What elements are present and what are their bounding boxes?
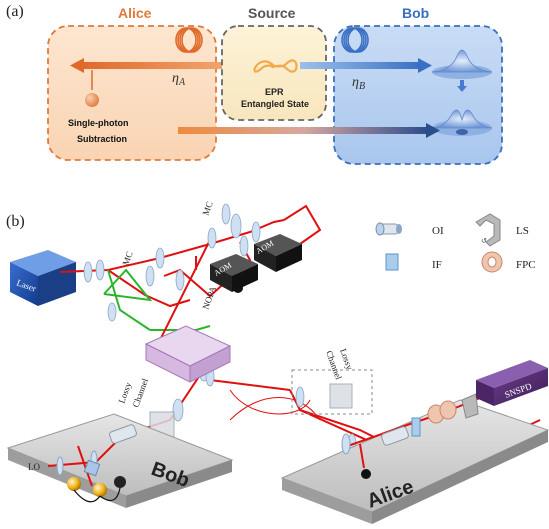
if-icon [385, 253, 399, 271]
alice-box [47, 25, 217, 161]
bob-arrowhead [418, 58, 432, 73]
nopa: NOPA [144, 285, 232, 383]
classical-arrowhead [426, 123, 440, 138]
subtracted-state-icon [431, 109, 493, 136]
source-title: Source [248, 5, 296, 21]
gaussian-state-icon [431, 49, 493, 79]
detector-icon [93, 483, 107, 497]
fpc-icon [481, 251, 503, 273]
aom1: AOM [210, 254, 258, 292]
detector-icon [67, 477, 81, 491]
source-line1: EPR [265, 87, 284, 97]
alice-fiber-coil-icon [175, 27, 203, 53]
beam-dump [233, 283, 243, 293]
alice-sub2: Subtraction [77, 134, 127, 144]
down-arrow-icon [457, 86, 467, 92]
legend-if: IF [432, 259, 442, 271]
alice-sub1: Single-photon [68, 118, 129, 128]
source-line2: Entangled State [241, 99, 309, 109]
subtractor-icon [114, 476, 126, 488]
photon-icon [85, 93, 99, 107]
snspd-box: SNSPD [476, 360, 548, 406]
down-arrow-stem [460, 80, 464, 88]
mc1-label: MC [120, 250, 134, 267]
panel-b-label: (b) [6, 213, 25, 230]
alice-eta: ηA [172, 71, 186, 88]
oi-icon [375, 222, 402, 236]
alice-title: Alice [118, 5, 152, 21]
lossy-left-label-2: Channel [130, 377, 150, 409]
alice-table: Alice [280, 385, 549, 524]
bob-fiber-coil-icon [341, 27, 369, 53]
lossy-right-box [291, 369, 373, 415]
bob-table: LO Bob [6, 413, 234, 508]
alice-arrowhead [70, 58, 84, 73]
aom2: AOM [254, 234, 302, 272]
ls-icon [475, 213, 501, 247]
lossy-left-label-1: Lossy [116, 381, 133, 405]
bob-box [333, 25, 503, 165]
lossy-right-attenuator [329, 383, 353, 409]
laser-box: Laser [10, 250, 76, 306]
optics [83, 203, 397, 455]
legend-fpc: FPC [516, 259, 536, 271]
panel-a-label: (a) [6, 3, 24, 20]
lo-label: LO [28, 462, 40, 472]
legend: OI ↺ LS IF FPC [375, 213, 536, 273]
legend-ls: LS [516, 225, 529, 237]
classical-arrow [178, 127, 428, 134]
bob-title: Bob [402, 5, 429, 21]
bob-eta: ηB [352, 75, 365, 92]
infinity-icon [253, 59, 298, 73]
source-box [221, 25, 327, 121]
bob-arrow [300, 62, 420, 69]
nopa-label: NOPA [200, 285, 218, 311]
ls-arrow: ↺ [481, 237, 487, 245]
mc2-label: MC [200, 200, 214, 217]
legend-oi: OI [432, 225, 444, 237]
alice-arrow [82, 62, 250, 69]
